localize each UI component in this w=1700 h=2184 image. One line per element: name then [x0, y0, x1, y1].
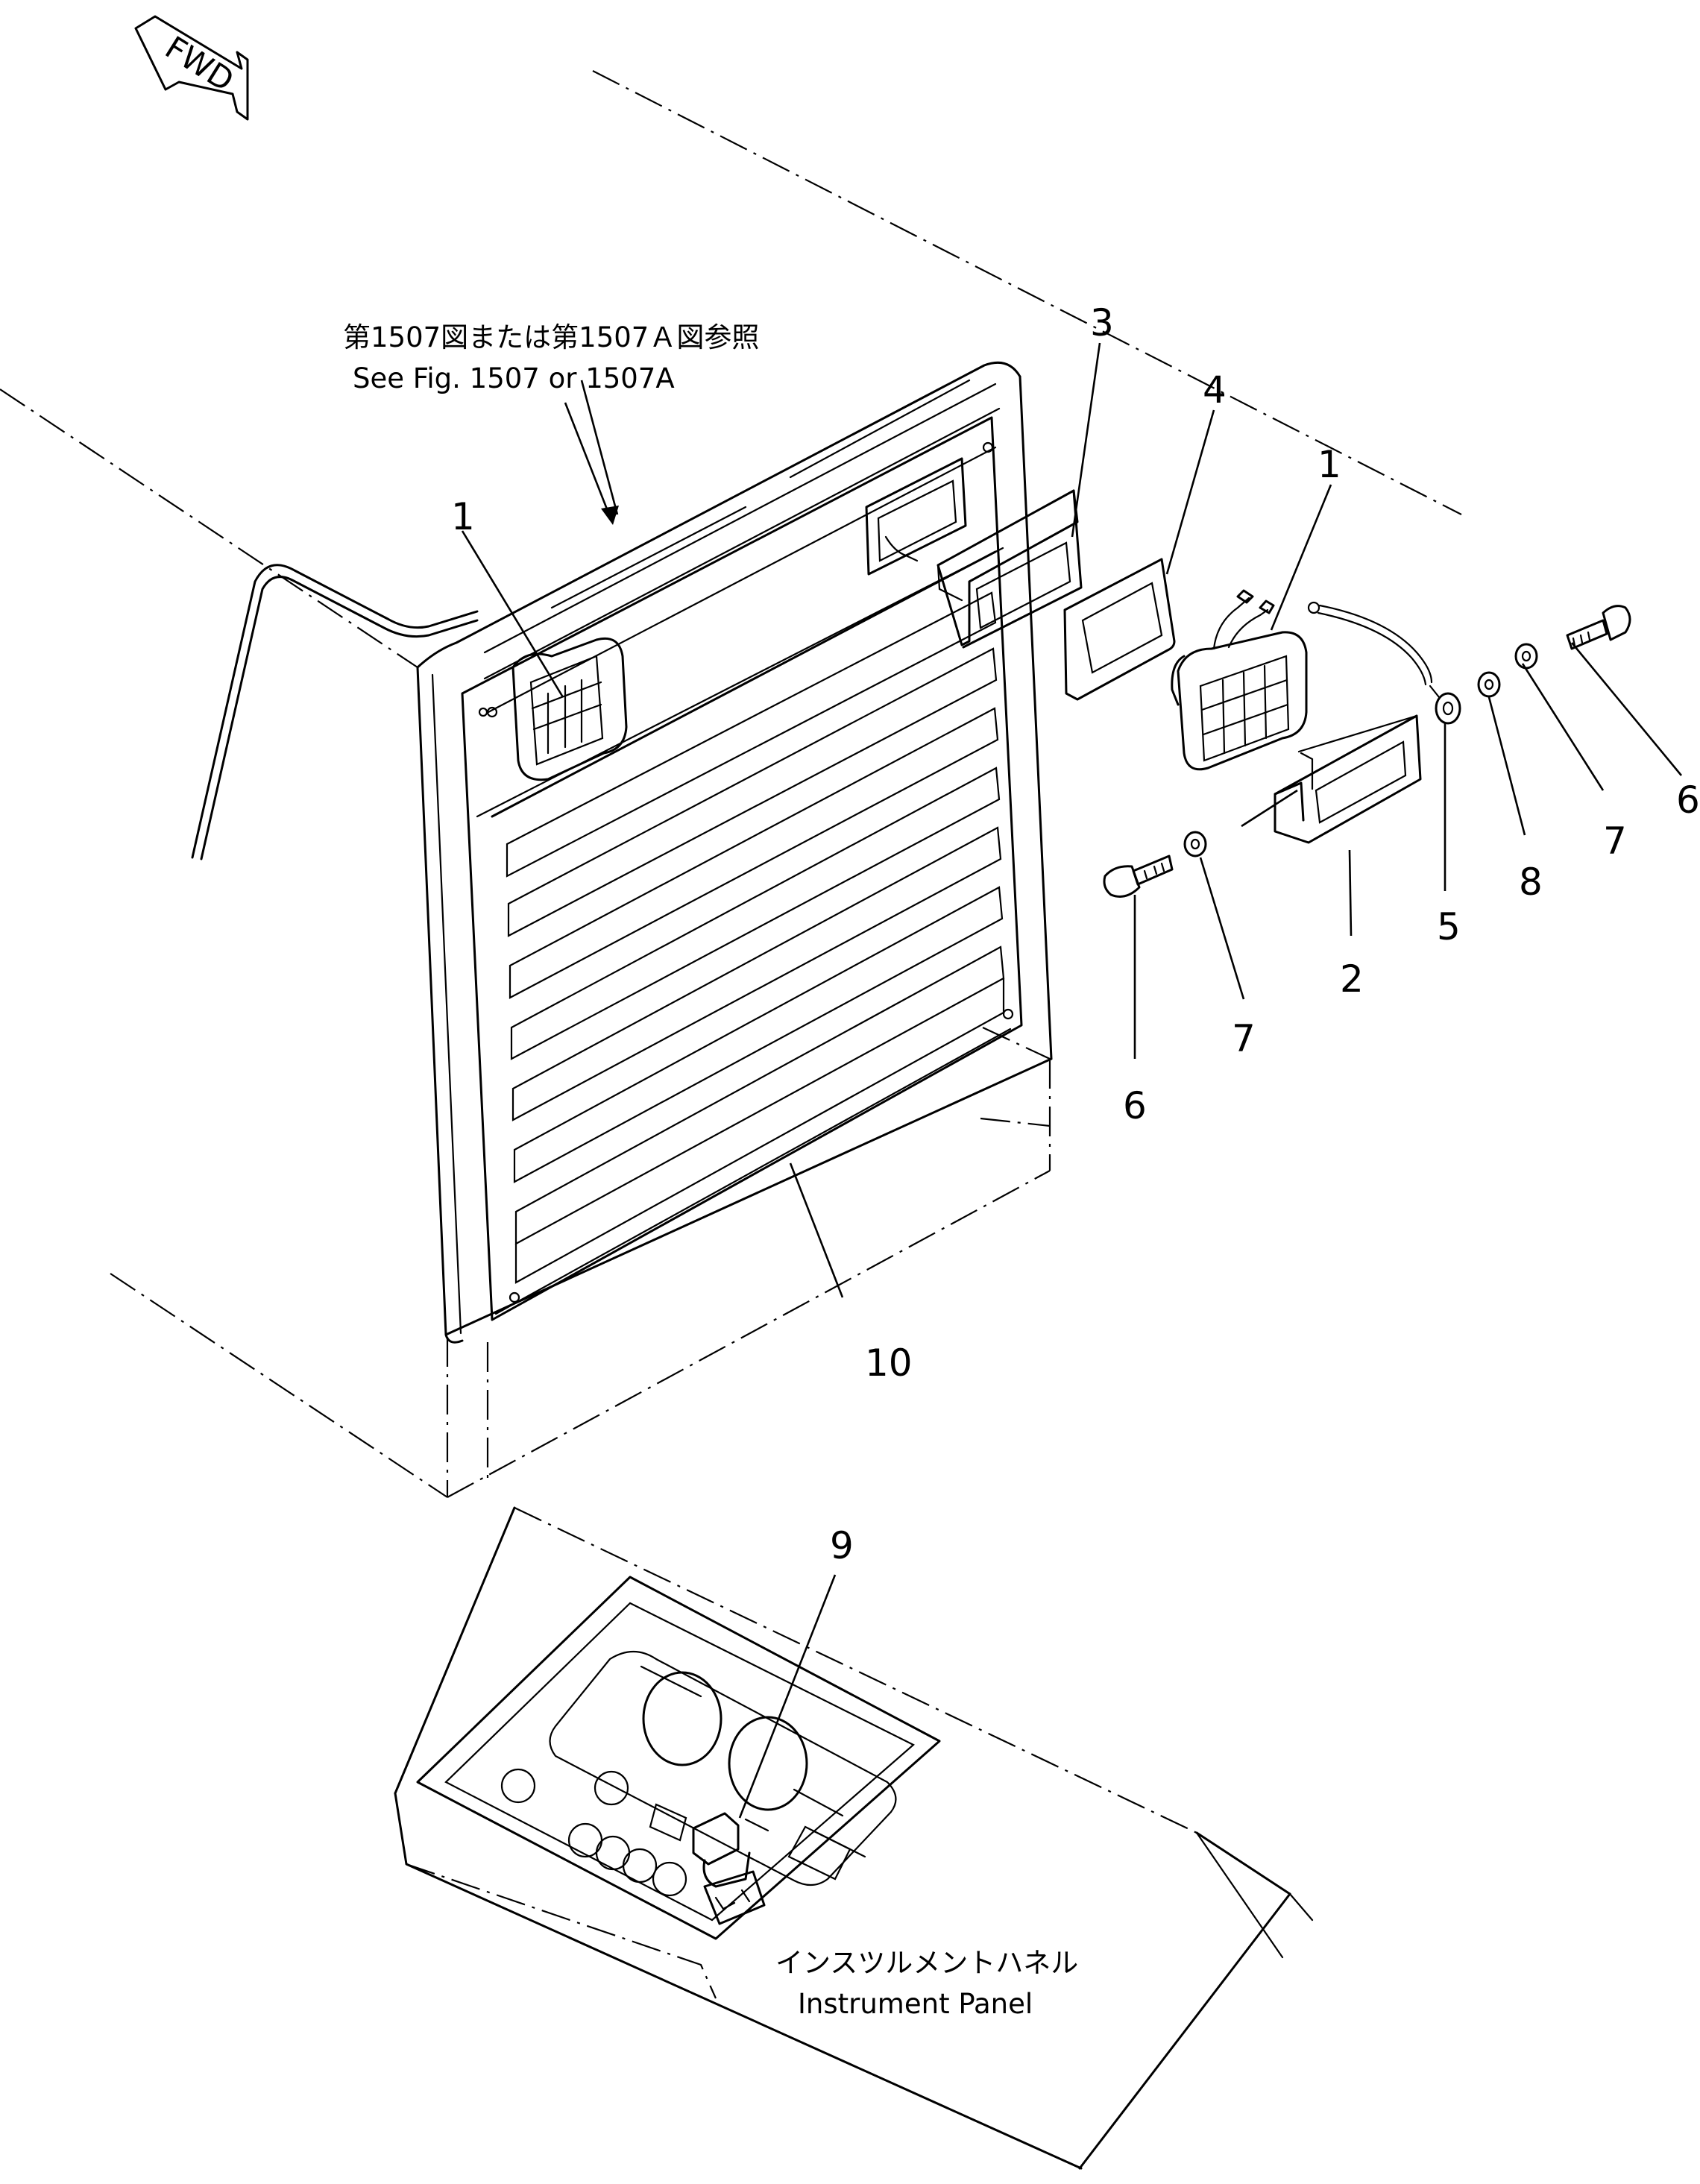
callout-9: 9	[830, 1524, 854, 1567]
fasteners	[1103, 605, 1631, 898]
instrument-panel	[394, 1506, 1314, 2170]
callout-5: 5	[1437, 905, 1461, 948]
grille-slats	[506, 591, 1005, 1284]
callout-1b: 1	[1318, 443, 1341, 486]
lamp-part-1	[1171, 589, 1320, 771]
callout-4: 4	[1203, 368, 1227, 412]
wire-part-5	[1317, 604, 1461, 725]
ref-note-jp: 第1507図または第1507Ａ図参照	[343, 321, 759, 353]
callout-1a: 1	[451, 495, 475, 538]
figure-reference-note: 第1507図または第1507Ａ図参照 See Fig. 1507 or 1507…	[343, 321, 759, 394]
callout-10: 10	[865, 1341, 913, 1385]
fwd-label: FWD	[159, 29, 240, 99]
gasket-part-4	[1063, 558, 1176, 701]
instrument-panel-note: インスツルメントハネル Instrument Panel	[775, 1947, 1078, 2020]
frame-part-2	[1274, 714, 1422, 844]
switch-part-9	[692, 1812, 769, 1925]
callout-6b: 6	[1123, 1084, 1147, 1127]
leader-lines	[461, 342, 1683, 1819]
callout-8: 8	[1519, 860, 1543, 904]
rear-grille	[461, 416, 1023, 1321]
handrail	[191, 564, 479, 860]
callout-6a: 6	[1676, 778, 1700, 822]
panel-note-jp: インスツルメントハネル	[775, 1947, 1078, 1979]
callout-2: 2	[1340, 957, 1364, 1001]
mounted-lamp-right	[865, 457, 967, 576]
fwd-arrow-icon: FWD	[134, 15, 249, 121]
mounted-lamp-left	[478, 637, 628, 781]
callout-7b: 7	[1232, 1017, 1256, 1060]
callout-7a: 7	[1603, 819, 1627, 863]
bracket-part-3	[936, 489, 1083, 649]
panel-note-en: Instrument Panel	[798, 1988, 1033, 2020]
callout-numbers: 1 3 4 1 6 7 8 5 2 7 6 10 9	[451, 301, 1700, 1567]
cab-body	[0, 70, 1462, 1498]
callout-3: 3	[1090, 301, 1114, 344]
ref-note-en: See Fig. 1507 or 1507A	[353, 362, 675, 394]
